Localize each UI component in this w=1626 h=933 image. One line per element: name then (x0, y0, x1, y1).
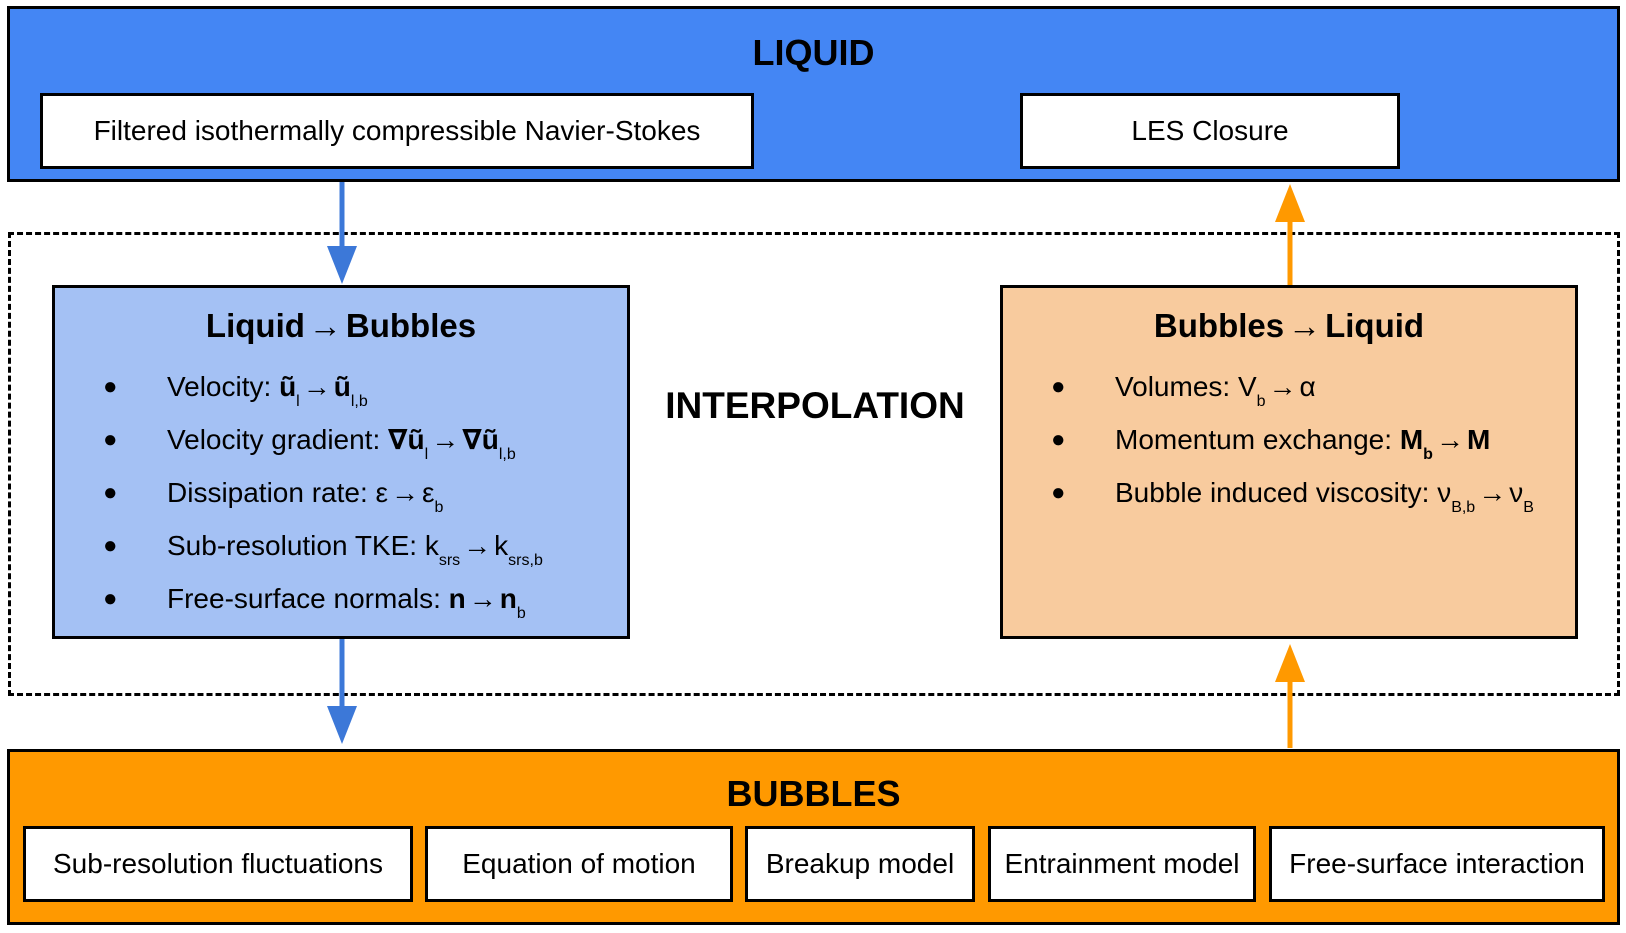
bullet: ● (103, 479, 118, 506)
item-label: Velocity gradient: (167, 424, 381, 455)
item-label: Sub-resolution TKE: (167, 530, 418, 561)
item-source: k (424, 530, 439, 561)
arrow-bubbles-to-panel (1275, 644, 1305, 748)
item-target: n (499, 583, 517, 614)
item-arrow: → (431, 424, 460, 455)
item-target: ∇ũ (462, 424, 499, 455)
arrow-liquid-to-panel (327, 182, 357, 284)
list-item: ● Bubble induced viscosity: νB,b→νB (1003, 476, 1575, 529)
item-arrow: → (1268, 371, 1297, 402)
bullet: ● (1051, 373, 1066, 400)
item-source-sub: b (1423, 446, 1433, 463)
les-closure-box: LES Closure (1020, 93, 1400, 169)
list-item: ● Sub-resolution TKE: ksrs→ksrs,b (55, 529, 627, 582)
interpolation-region (8, 232, 1620, 696)
item-source-sub: b (1256, 393, 1266, 410)
bubbles-to-liquid-list: ● Volumes: Vb→α ● Momentum exchange: Mb→… (1003, 370, 1575, 529)
item-target: ũ (333, 371, 351, 402)
item-target: M (1466, 424, 1491, 455)
bullet: ● (103, 373, 118, 400)
item-arrow: → (468, 583, 497, 614)
item-source: ũ (279, 371, 297, 402)
liquid-to-bubbles-title: Liquid→Bubbles (55, 306, 627, 346)
item-source-sub: B,b (1451, 499, 1476, 516)
item-label: Dissipation rate: (167, 477, 368, 508)
item-target: α (1299, 371, 1316, 402)
item-target-sub: B (1523, 499, 1534, 516)
bubbles-to-liquid-panel: Bubbles→Liquid ● Volumes: Vb→α ● Momentu… (1000, 285, 1578, 639)
item-source: ε (375, 477, 389, 508)
bubbles-to-liquid-title: Bubbles→Liquid (1003, 306, 1575, 346)
list-item: ● Velocity: ũl→ũl,b (55, 370, 627, 423)
list-item: ● Dissipation rate: ε→εb (55, 476, 627, 529)
item-source-sub: l (296, 393, 300, 410)
item-arrow: → (463, 530, 492, 561)
free-surface-interaction-box: Free-surface interaction (1269, 826, 1605, 902)
title-source: Liquid (205, 307, 305, 344)
arrow-panel-to-les-closure (1275, 184, 1305, 285)
title-target: Liquid (1325, 307, 1425, 344)
item-source: ν (1437, 477, 1452, 508)
item-target-sub: l,b (498, 446, 516, 463)
bullet: ● (1051, 479, 1066, 506)
item-source-sub: l (424, 446, 429, 463)
item-label: Volumes: (1115, 371, 1231, 402)
liquid-to-bubbles-panel: Liquid→Bubbles ● Velocity: ũl→ũl,b ● Vel… (52, 285, 630, 639)
equation-of-motion-box: Equation of motion (425, 826, 733, 902)
bullet: ● (103, 532, 118, 559)
liquid-title: LIQUID (752, 32, 875, 73)
item-target-sub: b (516, 605, 526, 622)
list-item: ● Velocity gradient: ∇ũl→∇ũl,b (55, 423, 627, 476)
bullet: ● (1051, 426, 1066, 453)
item-target: ε (422, 477, 435, 508)
bullet: ● (103, 426, 118, 453)
item-target: k (494, 530, 509, 561)
sub-resolution-fluctuations-box: Sub-resolution fluctuations (23, 826, 413, 902)
item-source: ∇ũ (388, 424, 425, 455)
item-target: ν (1509, 477, 1524, 508)
title-arrow: → (308, 307, 342, 344)
item-arrow: → (1435, 424, 1464, 455)
title-arrow: → (1288, 307, 1322, 344)
item-target-sub: srs,b (508, 552, 543, 569)
item-arrow: → (391, 477, 420, 508)
item-target-sub: l,b (350, 393, 368, 410)
bubbles-title: BUBBLES (726, 773, 901, 814)
bullet: ● (103, 585, 118, 612)
item-source: n (448, 583, 466, 614)
navier-stokes-box: Filtered isothermally compressible Navie… (40, 93, 754, 169)
item-target-sub: b (434, 499, 444, 516)
title-source: Bubbles (1153, 307, 1285, 344)
entrainment-model-box: Entrainment model (988, 826, 1256, 902)
title-target: Bubbles (345, 307, 477, 344)
list-item: ● Free-surface normals: n→nb (55, 582, 627, 635)
list-item: ● Volumes: Vb→α (1003, 370, 1575, 423)
item-source: V (1237, 371, 1257, 402)
item-label: Velocity: (167, 371, 272, 402)
item-arrow: → (302, 371, 331, 402)
item-label: Momentum exchange: (1115, 424, 1393, 455)
item-source: M (1399, 424, 1424, 455)
item-label: Bubble induced viscosity: (1115, 477, 1430, 508)
item-source-sub: srs (438, 552, 461, 569)
list-item: ● Momentum exchange: Mb→M (1003, 423, 1575, 476)
liquid-to-bubbles-list: ● Velocity: ũl→ũl,b ● Velocity gradient:… (55, 370, 627, 635)
item-label: Free-surface normals: (167, 583, 441, 614)
interpolation-label: INTERPOLATION (665, 385, 965, 426)
arrow-panel-to-bubbles (327, 639, 357, 744)
item-arrow: → (1478, 477, 1507, 508)
breakup-model-box: Breakup model (745, 826, 975, 902)
